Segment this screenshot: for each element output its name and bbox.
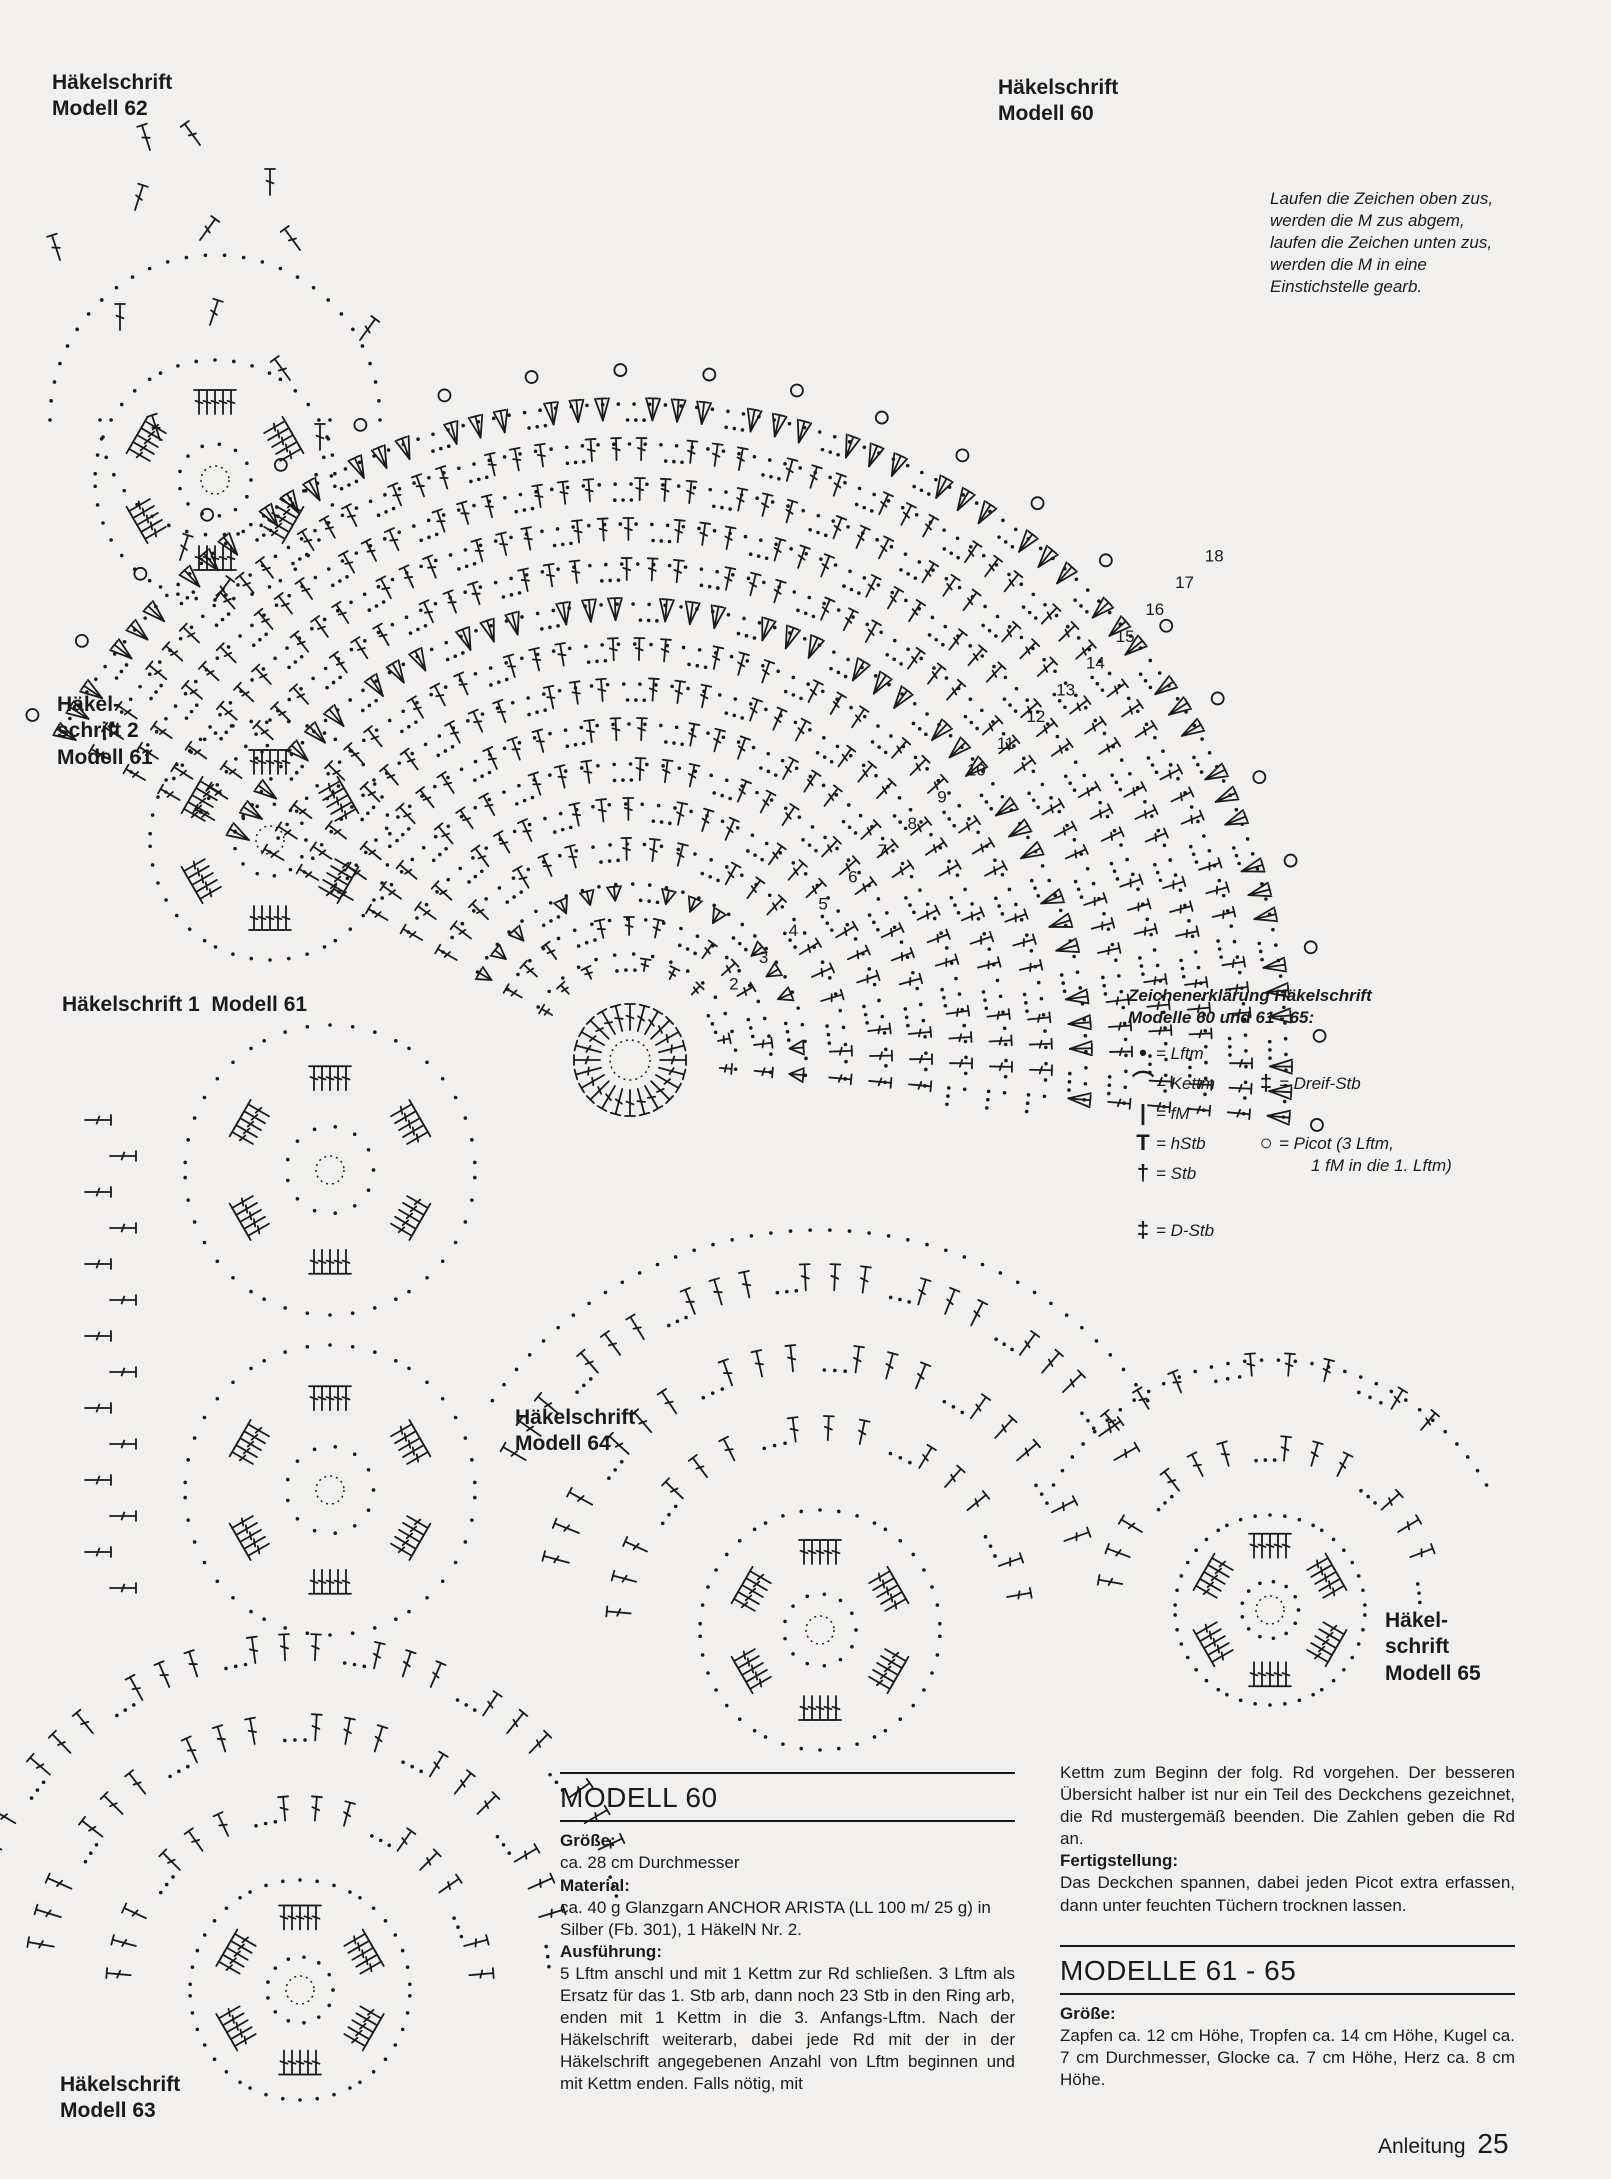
round-number-label: 17 — [1175, 573, 1194, 592]
page-number: 25 — [1477, 2128, 1509, 2159]
legend-label: = Stb — [1156, 1164, 1197, 1183]
round-number-label: 16 — [1145, 600, 1164, 619]
title-modell-65: Häkel- schrift Modell 65 — [1385, 1608, 1481, 1687]
legend-label: = D-Stb — [1156, 1221, 1215, 1240]
round-number-label: 11 — [997, 734, 1015, 753]
legend-label: = hStb — [1156, 1134, 1206, 1153]
picot-symbol: ○ — [1259, 1130, 1273, 1155]
legend-label: = fM — [1156, 1104, 1190, 1123]
fertigstellung-label: Fertigstellung: — [1060, 1851, 1179, 1871]
title-line: Häkelschrift — [52, 71, 173, 94]
fertigstellung-text: Das Deckchen spannen, dabei jeden Picot … — [1060, 1873, 1515, 1915]
round-number-label: 12 — [1026, 707, 1045, 726]
title-modell-64: Häkelschrift Modell 64 — [515, 1405, 635, 1458]
legend-title-line: Zeichenerklärung Häkelschrift — [1128, 986, 1372, 1005]
round-number-label: 2 — [729, 975, 738, 994]
groesse-label: Größe: — [560, 1831, 616, 1851]
chart-modell-63 — [0, 1633, 626, 2102]
chart-modell-65 — [1051, 1352, 1489, 1707]
round-number-label: 10 — [967, 761, 986, 780]
title-modell-60: Häkelschrift Modell 60 — [998, 75, 1118, 128]
double-crochet-symbol: † — [1136, 1160, 1150, 1185]
chain-stitch-symbol: • — [1139, 1040, 1147, 1065]
title-line: Häkelschrift 1 Modell 61 — [62, 993, 308, 1016]
chart-modell-62 — [46, 120, 382, 602]
title-line: schrift 2 — [57, 719, 139, 743]
legend-row-stb: † = Stb — [1130, 1160, 1197, 1185]
legend-row-picot: ○ = Picot (3 Lftm, 1 fM in die 1. Lftm) — [1253, 1130, 1452, 1177]
round-number-label: 6 — [848, 868, 857, 887]
title-line: Modell 62 — [52, 97, 148, 121]
round-number-label: 3 — [759, 948, 768, 967]
note-text: Laufen die Zeichen oben zus, werden die … — [1270, 189, 1494, 297]
groesse-text: ca. 28 cm Durchmesser — [560, 1853, 740, 1873]
title-line: Modell 60 — [998, 102, 1094, 126]
section-heading: MODELLE 61 - 65 — [1060, 1944, 1515, 1996]
round-numbers: 2 3 4 5 6 7 8 9 10 11 12 13 14 15 16 17 18 — [729, 546, 1224, 993]
legend-row-kettm: ⌒ = Kettm — [1130, 1070, 1216, 1095]
chart-modell-61-schrift-2 — [148, 718, 392, 962]
title-line: Häkel- — [1385, 1609, 1449, 1632]
page-footer: Anleitung 25 — [1378, 2128, 1509, 2160]
title-line: Modell 65 — [1385, 1661, 1481, 1685]
round-number-label: 14 — [1086, 654, 1105, 673]
title-line: Modell 63 — [60, 2099, 156, 2123]
round-number-label: 13 — [1056, 680, 1075, 699]
material-label: Material: — [560, 1875, 630, 1895]
title-line: Häkelschrift — [60, 2073, 181, 2096]
round-number-label: 9 — [937, 787, 946, 806]
treble-symbol: ‡ — [1136, 1217, 1150, 1242]
legend-row-dreifstb: ‡ = Dreif-Stb — [1253, 1070, 1361, 1095]
legend-label: = Picot (3 Lftm, 1 fM in die 1. Lftm) — [1279, 1133, 1452, 1177]
ausfuehrung-label: Ausführung: — [560, 1941, 662, 1961]
instructions-modell-60: MODELL 60 Größe: ca. 28 cm Durchmesser M… — [560, 1772, 1015, 2096]
round-number-label: 7 — [878, 841, 887, 860]
legend-row-fm: | = fM — [1130, 1100, 1190, 1125]
round-number-label: 15 — [1116, 627, 1135, 646]
round-number-label: 18 — [1205, 546, 1224, 565]
round-number-label: 8 — [908, 814, 917, 833]
footer-label: Anleitung — [1378, 2135, 1466, 2158]
half-double-symbol: T — [1136, 1130, 1150, 1155]
symbol-legend: Zeichenerklärung Häkelschrift Modelle 60… — [1128, 985, 1488, 1241]
legend-row-dstb: ‡ = D-Stb — [1130, 1217, 1215, 1242]
title-modell-63: Häkelschrift Modell 63 — [60, 2072, 180, 2125]
section-heading: MODELL 60 — [560, 1772, 1015, 1823]
chart-modell-61-schrift-1 — [84, 1023, 477, 1637]
groesse-text: Zapfen ca. 12 cm Höhe, Tropfen ca. 14 cm… — [1060, 2026, 1515, 2090]
title-modell-61-schrift-1: Häkelschrift 1 Modell 61 — [62, 992, 307, 1018]
round-number-label: 5 — [818, 894, 827, 913]
chart-modell-64 — [490, 1228, 1150, 1752]
instructions-continued: Kettm zum Beginn der folg. Rd vorgehen. … — [1060, 1762, 1515, 2091]
round-number-label: 4 — [789, 921, 798, 940]
material-text: ca. 40 g Glanzgarn ANCHOR ARISTA (LL 100… — [560, 1897, 991, 1939]
title-modell-61-schrift-2: Häkel- schrift 2 Modell 61 — [57, 692, 153, 771]
single-crochet-symbol: | — [1139, 1100, 1147, 1125]
title-line: Häkelschrift — [515, 1406, 636, 1429]
chart-modell-60 — [25, 363, 1327, 1132]
title-line: Häkelschrift — [998, 76, 1119, 99]
legend-row-lftm: • = Lftm — [1130, 1040, 1204, 1065]
title-line: Modell 61 — [57, 745, 153, 769]
title-modell-62: Häkelschrift Modell 62 — [52, 70, 172, 123]
legend-row-hstb: T = hStb — [1130, 1130, 1206, 1155]
legend-label: = Dreif-Stb — [1279, 1074, 1361, 1093]
picot-line: 1 fM in die 1. Lftm) — [1311, 1156, 1452, 1176]
picot-line: = Picot (3 Lftm, — [1279, 1134, 1394, 1153]
legend-label: = Kettm — [1156, 1074, 1216, 1093]
groesse-label: Größe: — [1060, 2004, 1116, 2024]
slip-stitch-symbol: ⌒ — [1131, 1070, 1154, 1095]
ausfuehrung-text: 5 Lftm anschl und mit 1 Kettm zur Rd sch… — [560, 1963, 1015, 2094]
title-line: Häkel- — [57, 693, 121, 716]
title-line: Modell 64 — [515, 1432, 611, 1456]
title-line: schrift — [1385, 1635, 1450, 1659]
double-treble-symbol: ‡ — [1259, 1070, 1273, 1095]
legend-title-line: Modelle 60 und 61 - 65: — [1128, 1008, 1315, 1028]
continued-text: Kettm zum Beginn der folg. Rd vorgehen. … — [1060, 1763, 1515, 1849]
legend-label: = Lftm — [1156, 1044, 1204, 1063]
